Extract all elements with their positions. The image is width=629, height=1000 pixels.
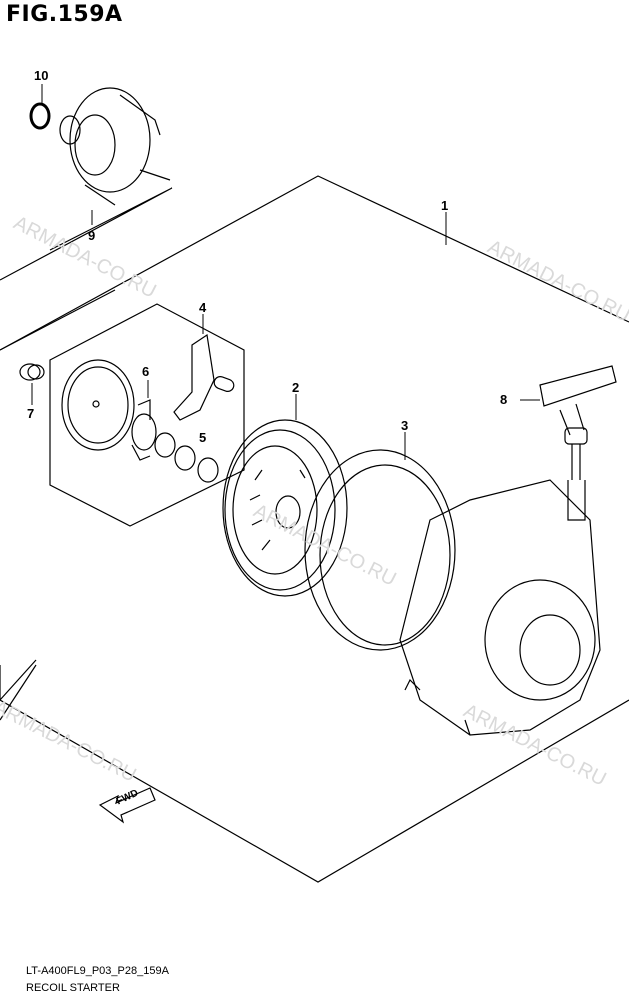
subassembly-box xyxy=(49,303,245,527)
leader-lines xyxy=(31,84,540,460)
callout-8: 8 xyxy=(500,392,508,407)
handle-8 xyxy=(539,365,617,521)
callout-4: 4 xyxy=(199,300,207,315)
figure-title: FIG.159A xyxy=(6,2,123,27)
figure-code: LT-A400FL9_P03_P28_159A xyxy=(26,965,169,977)
fwd-arrow-icon xyxy=(98,787,156,824)
friction-spring-5 xyxy=(154,432,219,483)
callout-5: 5 xyxy=(199,430,207,445)
callout-9: 9 xyxy=(88,228,96,243)
callout-6: 6 xyxy=(142,364,150,379)
starter-housing xyxy=(399,479,601,736)
o-ring-10 xyxy=(29,102,51,130)
starter-cup-9 xyxy=(59,87,171,206)
callout-1: 1 xyxy=(441,198,449,213)
callout-3: 3 xyxy=(401,418,409,433)
recoil-spring-3 xyxy=(304,449,456,651)
ratchet-6 xyxy=(131,399,157,461)
callout-10: 10 xyxy=(34,68,49,83)
bolt-7 xyxy=(19,363,45,381)
friction-plate xyxy=(61,359,135,451)
ratchet-guide-4 xyxy=(173,333,235,421)
assembly-break-left xyxy=(0,659,37,701)
figure-name: RECOIL STARTER xyxy=(26,982,120,994)
callout-7: 7 xyxy=(27,406,35,421)
callout-2: 2 xyxy=(292,380,300,395)
assembly-outline xyxy=(0,175,629,883)
drum-2 xyxy=(222,419,348,597)
assembly-break-left2 xyxy=(0,664,37,721)
starter-cup-lines xyxy=(0,187,173,351)
